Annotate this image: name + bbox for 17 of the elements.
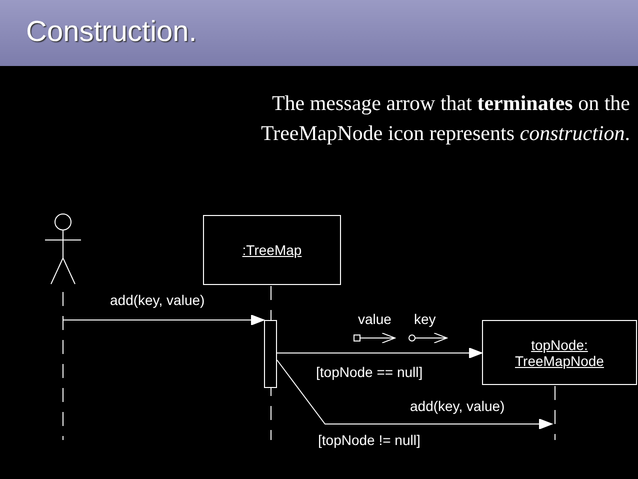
lifeline [552, 386, 558, 440]
activation-bar [264, 320, 277, 388]
flow-label: key [414, 311, 436, 327]
edge-label: add(key, value) [410, 398, 505, 414]
guard-label: [topNode != null] [318, 432, 420, 448]
edge-label: add(key, value) [110, 292, 205, 308]
message-arrow [276, 348, 482, 358]
slide-title: Construction. [26, 16, 197, 49]
message-arrow [62, 314, 264, 326]
object-name: topNode: TreeMapNode [514, 336, 605, 368]
message-arrow [276, 360, 552, 430]
object-box [203, 215, 341, 285]
edge-label: [topNode == null] [316, 364, 423, 380]
caption-text: The message arrow that terminates on the TreeMapNode icon represents construction. [260, 90, 630, 147]
object-box [482, 320, 637, 385]
object-name: :TreeMap [242, 242, 302, 258]
flow-label: value [358, 311, 392, 327]
